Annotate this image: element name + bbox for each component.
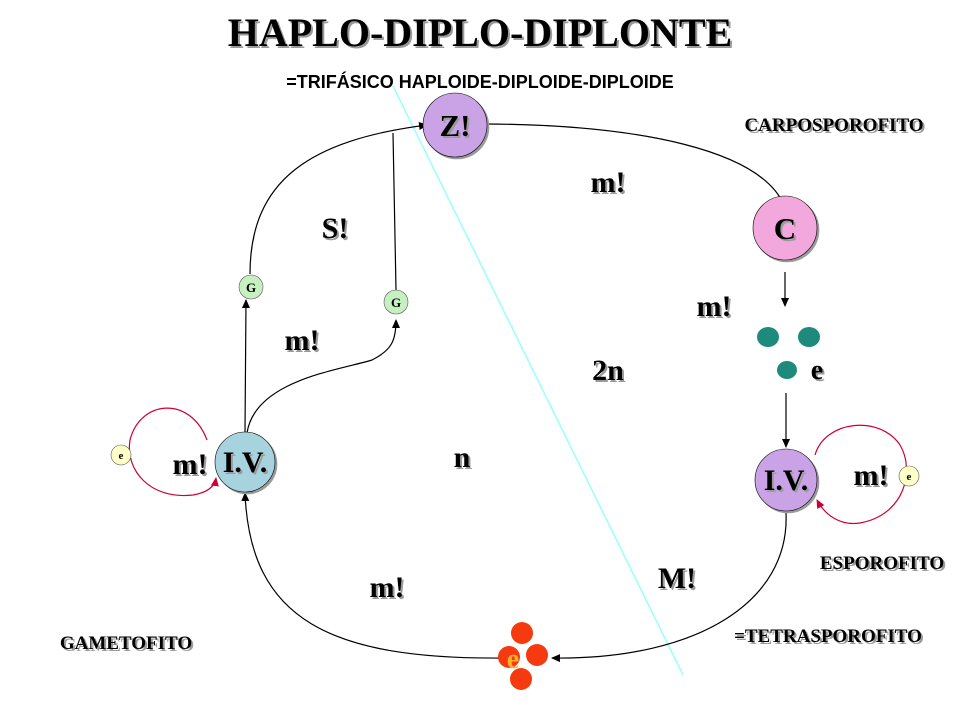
spore-teal-2 bbox=[798, 327, 820, 347]
spore-red-2 bbox=[526, 644, 548, 666]
mitosis-label-right: m! bbox=[697, 290, 732, 323]
mitosis-label-bottom: m! bbox=[370, 571, 405, 604]
tetrasporofito-label: =TETRASPOROFITO bbox=[734, 626, 922, 647]
haploid-label: n bbox=[454, 441, 471, 474]
carposporophyte-label: C bbox=[774, 211, 796, 246]
diagram-subtitle: =TRIFÁSICO HAPLOIDE-DIPLOIDE-DIPLOIDE bbox=[286, 71, 674, 92]
zygote-node bbox=[422, 92, 488, 158]
spore-red-3 bbox=[510, 668, 532, 690]
mitosis-label-left-loop: m! bbox=[173, 448, 208, 481]
mitosis-label-right-loop: m! bbox=[854, 459, 889, 492]
spore-red-4 bbox=[498, 646, 520, 668]
iv-right-label: I.V. bbox=[764, 464, 808, 497]
loop-left-iv-to-small-e bbox=[128, 407, 219, 497]
gamete-2-label: G bbox=[391, 295, 401, 310]
spores-top-label: e bbox=[811, 355, 823, 386]
small-e-left-node bbox=[110, 444, 132, 466]
arrow-iv-left-to-gamete-2 bbox=[246, 319, 400, 434]
zygote-label: Z! bbox=[440, 108, 471, 143]
arrow-spores-bottom-to-iv-left bbox=[241, 492, 508, 659]
syngamy-label: S! bbox=[322, 212, 349, 245]
spore-red-1 bbox=[511, 622, 533, 644]
spore-teal-3 bbox=[777, 361, 797, 379]
small-e-right-node bbox=[898, 465, 920, 487]
gamete-2-node bbox=[383, 289, 409, 315]
arrow-iv-right-to-spores-bottom bbox=[551, 512, 787, 663]
iv-right-node bbox=[754, 448, 818, 512]
meiosis-label: M! bbox=[658, 562, 696, 595]
line-gamete-2-to-zygote bbox=[392, 132, 397, 291]
gamete-1-node bbox=[238, 274, 264, 300]
small-e-left-label: e bbox=[119, 450, 124, 462]
iv-left-label: I.V. bbox=[223, 446, 267, 479]
spores-bottom-label: e bbox=[507, 644, 519, 675]
mitosis-label-gametes: m! bbox=[285, 324, 320, 357]
arrow-gamete-1-to-zygote bbox=[249, 122, 428, 275]
iv-left-node bbox=[214, 431, 276, 493]
gamete-1-label: G bbox=[246, 280, 256, 295]
diagram-title: HAPLO-DIPLO-DIPLONTE bbox=[228, 10, 732, 55]
ploidy-divider-line bbox=[392, 85, 684, 676]
mitosis-label-top: m! bbox=[591, 166, 626, 199]
arrow-zygote-to-carposporophyte bbox=[486, 123, 785, 206]
small-e-right-label: e bbox=[907, 471, 912, 483]
diploid-label: 2n bbox=[592, 354, 624, 387]
arrow-iv-left-to-gamete-1 bbox=[241, 299, 250, 433]
carposporophyte-node bbox=[752, 195, 818, 261]
carposporofito-label: CARPOSPOROFITO bbox=[744, 115, 923, 136]
esporofito-label: ESPOROFITO bbox=[820, 553, 944, 574]
spore-teal-1 bbox=[757, 327, 779, 347]
gametofito-label: GAMETOFITO bbox=[60, 633, 192, 654]
